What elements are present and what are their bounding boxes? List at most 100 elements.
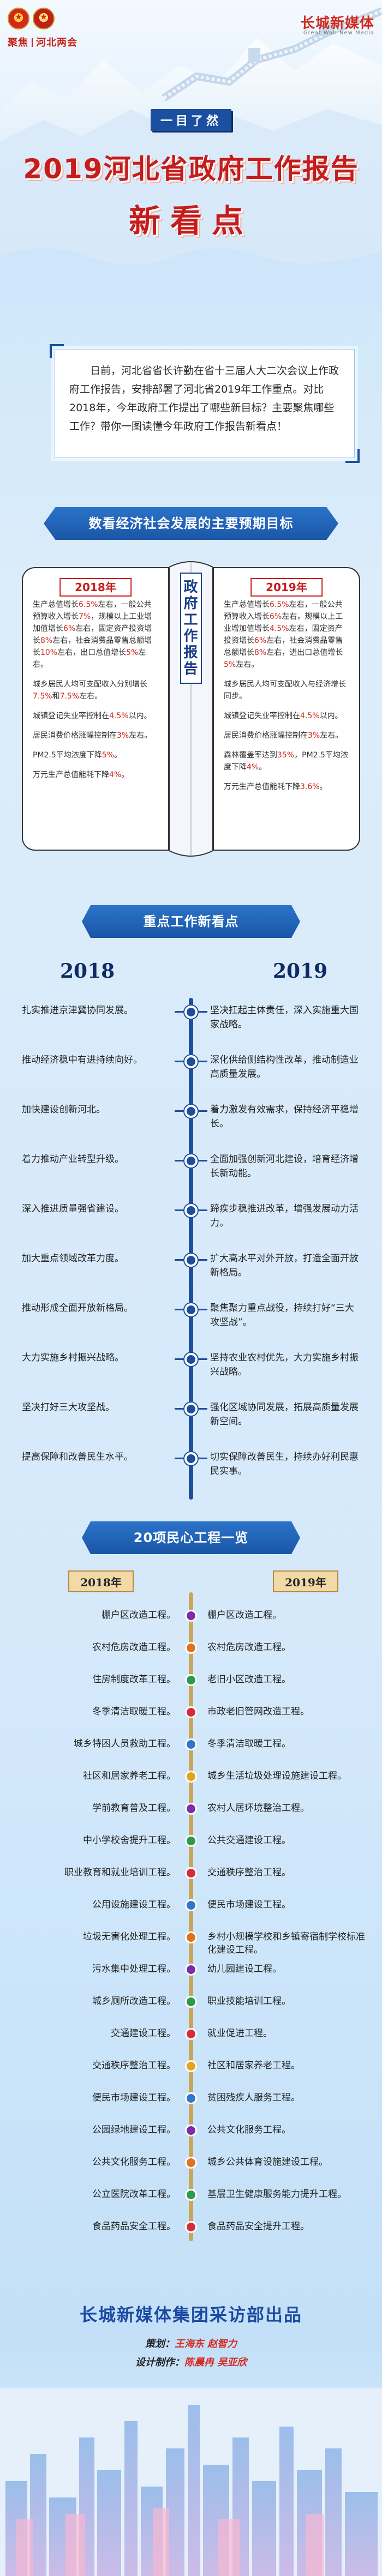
cppcc-emblem-icon (33, 8, 55, 29)
ribbon-knot (185, 1610, 197, 1622)
goal-text: 城镇登记失业率控制在 (33, 712, 109, 720)
goal-text: 城乡居民人均可支配收入与经济增长同步。 (224, 680, 346, 701)
goal-figure: 35% (277, 751, 295, 760)
year-tag-2019: 2019年 (250, 578, 323, 597)
connector-right (198, 1110, 207, 1112)
timeline-axis (189, 998, 193, 1500)
goal-figure: 10% (40, 648, 58, 657)
ribbon-knot (185, 2189, 197, 2201)
projects-year-2018: 2018年 (68, 1570, 134, 1592)
key-work-2018-item: 加大重点领域改革力度。 (22, 1253, 124, 1264)
key-work-2019-item: 强化区域协同发展，拓展高质量发展新空间。 (210, 1402, 359, 1427)
connector-right (198, 1061, 207, 1062)
ribbon-knot (185, 1674, 197, 1686)
goal-text: 。 (114, 751, 122, 760)
goal-text: 左右，进出口总值增长 (266, 648, 343, 657)
page-subtitle: 新看点 (128, 202, 253, 239)
design-credit: 设计制作：陈晨冉 吴亚欣 (0, 2355, 382, 2369)
connector-left (175, 1259, 184, 1261)
goal-text: 生产总值增长 (224, 600, 270, 609)
planning-label: 策划： (145, 2338, 175, 2350)
project-2019-item: 城乡公共体育设施建设工程。 (207, 2157, 328, 2168)
ribbon-knot (185, 1964, 197, 1976)
goal-figure: 3% (308, 731, 320, 740)
key-work-row: 加大重点领域改革力度。 扩大高水平对外开放，打造全面开放新格局。 (0, 1251, 382, 1301)
goal-text: ，PM2.5平均浓度下降 (224, 751, 348, 772)
project-2018-item: 中小学校舍提升工程。 (83, 1835, 176, 1846)
project-2019-item: 就业促进工程。 (207, 2028, 272, 2039)
ribbon-knot (185, 1931, 197, 1943)
ribbon-knot (185, 2060, 197, 2072)
national-emblem-icon (8, 8, 29, 29)
key-work-2018-item: 推动经济稳中有进持续向好。 (22, 1055, 142, 1066)
connector-left (175, 1458, 184, 1459)
connector-left (175, 1358, 184, 1360)
key-work-2018-item: 扎实推进京津冀协同发展。 (22, 1005, 133, 1016)
intro-box: 日前，河北省省长许勤在省十三届人大二次会议上作政府工作报告，安排部署了河北省20… (50, 344, 360, 463)
connector-right (198, 1309, 207, 1310)
project-2019-item: 贫困残疾人服务工程。 (207, 2092, 300, 2103)
key-work-2018-item: 深入推进质量强省建设。 (22, 1203, 124, 1214)
ribbon-knot (185, 1706, 197, 1718)
project-2019-item: 棚户区改造工程。 (207, 1610, 282, 1621)
key-work-2019-item: 聚焦聚力重点战役，持续打好“三大攻坚战”。 (210, 1303, 354, 1328)
goal-figure: 3.6% (300, 783, 320, 791)
goals-2018-list: 生产总值增长6.5%左右，一般公共预算收入增长7%，规模以上工业增加值增长6%左… (33, 599, 158, 781)
key-work-row: 加快建设创新河北。着力激发有效需求，保持经济平稳增长。 (0, 1103, 382, 1152)
logo-separator (32, 38, 33, 47)
project-2019-item: 幼儿园建设工程。 (207, 1964, 282, 1975)
key-work-row: 推动形成全面开放新格局。 聚焦聚力重点战役，持续打好“三大攻坚战”。 (0, 1301, 382, 1350)
goal-text: 左右。 (33, 648, 146, 669)
2019-goal-3: 城镇登记失业率控制在4.5%以内。 (224, 710, 349, 722)
project-2018-item: 交通建设工程。 (111, 2028, 176, 2039)
goal-text: 左右。 (129, 731, 152, 740)
project-2019-item: 便民市场建设工程。 (207, 1899, 291, 1910)
goal-text: 。 (319, 783, 327, 791)
key-work-2018-item: 坚决打好三大攻坚战。 (22, 1402, 115, 1413)
connector-right (198, 1408, 207, 1410)
key-work-timeline: 2018 2019 扎实推进京津冀协同发展。坚决扛起主体责任，深入实施重大国家战… (0, 960, 382, 1505)
goal-text: 。 (259, 763, 267, 772)
brand-part-b: 新媒体 (330, 15, 374, 32)
ribbon-knot (185, 1642, 197, 1654)
goal-text: 左右。 (236, 660, 259, 669)
connector-left (175, 1408, 184, 1410)
key-work-2019-item: 坚决扛起主体责任，深入实施重大国家战略。 (210, 1005, 359, 1030)
brand-part-a: 长城 (300, 15, 330, 32)
year-tag-2018: 2018年 (59, 578, 132, 597)
design-names: 陈晨冉 吴亚欣 (184, 2357, 247, 2368)
ribbon-knot (185, 2157, 197, 2169)
targets-book: 2018年 生产总值增长6.5%左右，一般公共预算收入增长7%，规模以上工业增加… (22, 556, 360, 862)
project-2018-item: 城乡厕所改造工程。 (92, 1996, 176, 2007)
goal-text: 左右，一般公共预算收入增长 (33, 600, 152, 621)
goals-2019-list: 生产总值增长6.5%左右，一般公共预算收入增长6%左右，规模以上工业增加值增长4… (224, 599, 349, 793)
project-2018-item: 公园绿地建设工程。 (92, 2124, 176, 2135)
goal-text: 生产总值增长 (33, 600, 79, 609)
ribbon-knot (185, 1771, 197, 1783)
focus-hebei-two-sessions-logo: 聚焦河北两会 (8, 35, 77, 49)
2018-goal-2: 城乡居民人均可支配收入分别增长7.5%和7.5%左右。 (33, 678, 158, 702)
project-2019-item: 冬季清洁取暖工程。 (207, 1738, 291, 1749)
goal-text: 左右，一般公共预算收入增长 (224, 600, 343, 621)
goal-figure: 6% (254, 636, 267, 645)
project-2019-item: 农村人居环境整治工程。 (207, 1803, 309, 1814)
connector-left (175, 1160, 184, 1161)
key-work-2019-item: 蹄疾步稳推进改革，增强发展动力活力。 (210, 1203, 359, 1229)
goal-text: 万元生产总值能耗下降 (224, 783, 300, 791)
timeline-node (184, 1204, 198, 1217)
project-2018-item: 食品药品安全工程。 (92, 2221, 176, 2232)
project-2018-item: 污水集中处理工程。 (92, 1964, 176, 1975)
project-2018-item: 棚户区改造工程。 (102, 1610, 176, 1621)
key-work-2018-item: 推动形成全面开放新格局。 (22, 1303, 133, 1314)
timeline-node (184, 1154, 198, 1167)
ribbon-knot (185, 2092, 197, 2104)
book-page-2018: 2018年 生产总值增长6.5%左右，一般公共预算收入增长7%，规模以上工业增加… (22, 567, 169, 851)
project-2018-item: 便民市场建设工程。 (92, 2092, 176, 2103)
project-2018-item: 垃圾无害化处理工程。 (83, 1931, 176, 1942)
project-2019-item: 职业技能培训工程。 (207, 1996, 291, 2007)
project-2019-item: 乡村小规模学校和乡镇寄宿制学校标准化建设工程。 (207, 1931, 365, 1955)
project-2018-item: 农村危房改造工程。 (92, 1642, 176, 1653)
key-work-2019-item: 扩大高水平对外开放，打造全面开放新格局。 (210, 1253, 359, 1278)
goal-figure: 6% (270, 612, 282, 621)
timeline-node (184, 1006, 198, 1019)
